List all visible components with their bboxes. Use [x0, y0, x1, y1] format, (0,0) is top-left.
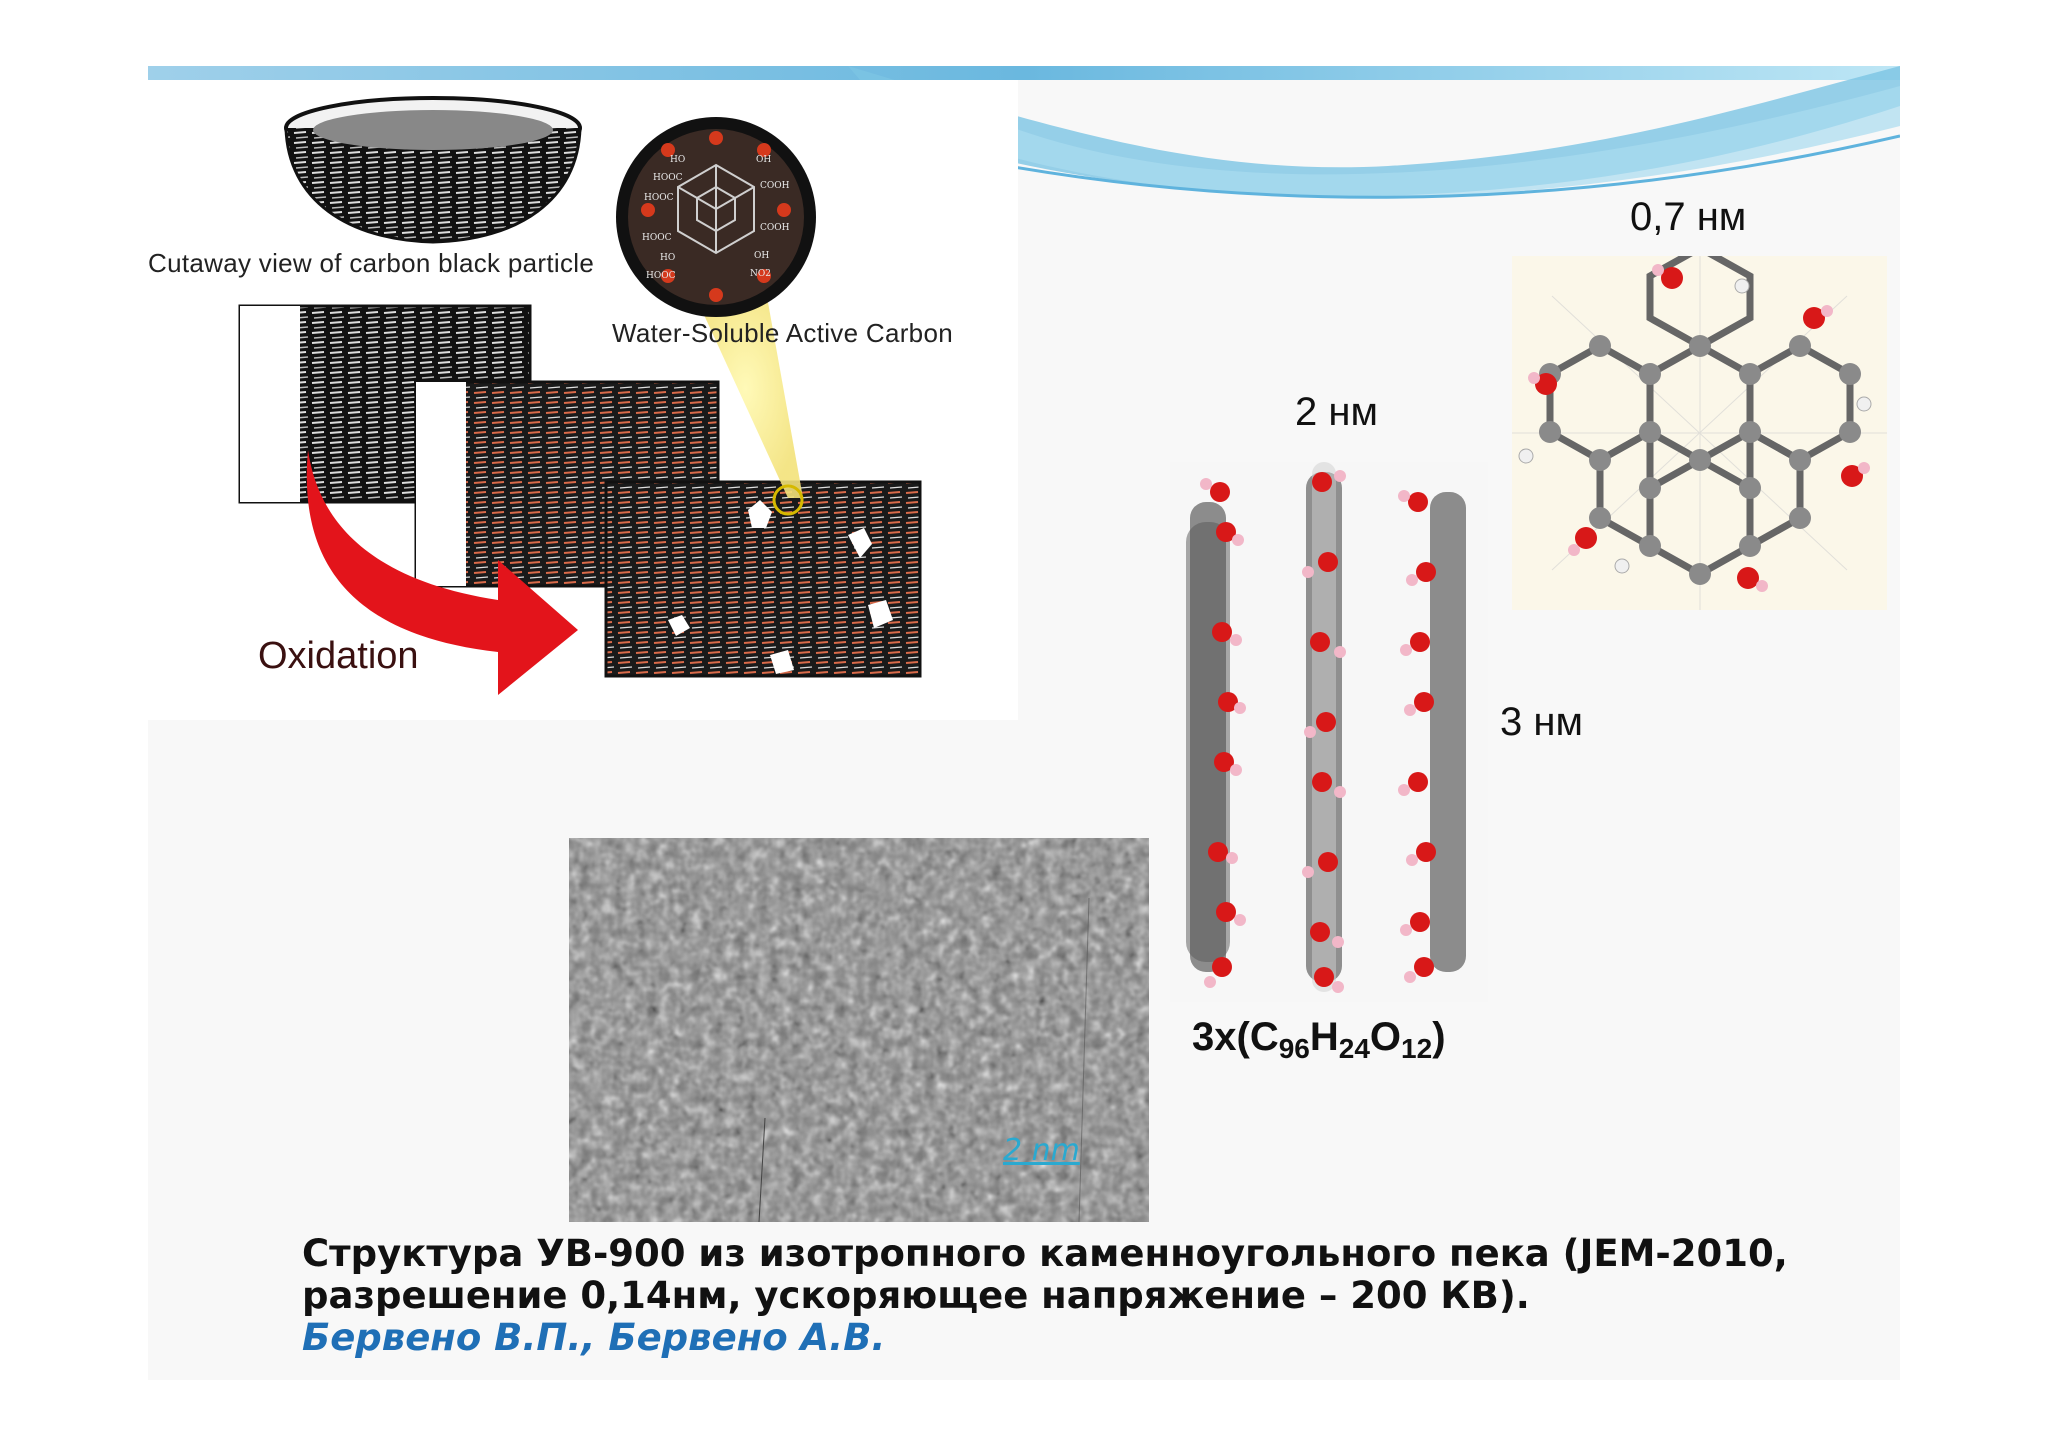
- caption-authors: Бервено В.П., Бервено А.В.: [302, 1317, 1862, 1359]
- group-label-oh-2: OH: [754, 251, 769, 261]
- formula-c-count: 96: [1279, 1033, 1310, 1064]
- formula-h-symbol: H: [1310, 1015, 1339, 1059]
- water-soluble-caption: Water-Soluble Active Carbon: [612, 318, 1012, 349]
- formula-o-symbol: O: [1370, 1015, 1401, 1059]
- formula-h-count: 24: [1339, 1033, 1370, 1064]
- formula-suffix: ): [1432, 1015, 1445, 1059]
- hexagonal-molecule-image: [1512, 256, 1887, 610]
- group-label-no2: NO2: [750, 269, 771, 279]
- label-0-7-nm: 0,7 нм: [1630, 195, 1746, 240]
- formula-o-count: 12: [1401, 1033, 1432, 1064]
- cutaway-particle-illustration: [286, 98, 580, 242]
- group-label-oh-1: OH: [756, 155, 771, 165]
- tem-scale-label: 2 nm: [1003, 1133, 1080, 1168]
- cutaway-caption: Cutaway view of carbon black particle: [148, 248, 668, 279]
- group-label-hooc-3: HOOC: [642, 233, 672, 243]
- caption-line-1: Структура УВ-900 из изотропного каменноу…: [302, 1233, 1862, 1275]
- caption-line-2: разрешение 0,14нм, ускоряющее напряжение…: [302, 1275, 1862, 1317]
- molecular-formula: 3x(C96H24O12): [1192, 1015, 1446, 1065]
- group-label-hooc-2: HOOC: [644, 193, 674, 203]
- carbon-oxidation-figure: HOOC HOOC HOOC HOOC HO HO OH OH COOH COO…: [148, 80, 1018, 720]
- formula-prefix: 3x(C: [1192, 1015, 1279, 1059]
- stacked-molecules-image: [1170, 462, 1488, 1002]
- carbon-oxidation-diagram: HOOC HOOC HOOC HOOC HO HO OH OH COOH COO…: [148, 80, 1018, 720]
- group-label-hooc-1: HOOC: [653, 173, 683, 183]
- group-label-cooh-2: COOH: [760, 223, 790, 233]
- label-2-nm: 2 нм: [1295, 390, 1378, 435]
- figure-caption: Структура УВ-900 из изотропного каменноу…: [302, 1233, 1862, 1359]
- label-3-nm: 3 нм: [1500, 700, 1583, 745]
- oxidation-label: Oxidation: [258, 635, 419, 677]
- group-label-cooh-1: COOH: [760, 181, 790, 191]
- group-label-ho-2: HO: [670, 155, 685, 165]
- molecule-column-2: [1302, 462, 1346, 993]
